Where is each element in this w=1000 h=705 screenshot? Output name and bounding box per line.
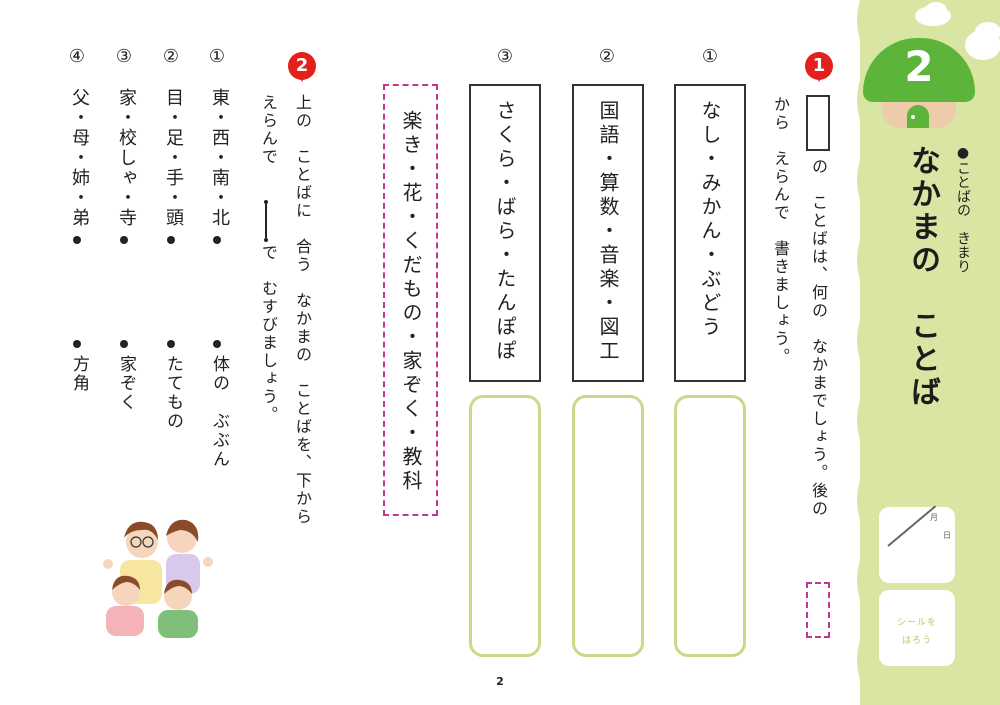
sticker-label: シールを はろう	[879, 614, 955, 650]
q2-match-4: 方角	[69, 355, 89, 393]
date-month-label: 月	[930, 513, 938, 522]
unit-subtitle: ●ことばの きまり	[955, 145, 971, 273]
line-example-start-dot	[264, 200, 268, 204]
question-2-instruction-line2b: で むすびましょう。	[259, 244, 278, 424]
page-number: 2	[496, 675, 504, 688]
q2-match-1: 体の ぶぶん	[209, 355, 229, 469]
q2-match-2: たてもの	[163, 355, 183, 431]
sticker-box[interactable]	[879, 590, 955, 666]
q1-item-1-answer-box[interactable]	[674, 395, 746, 657]
q1-item-1-words-box	[674, 84, 746, 382]
q1-item-1-number: ①	[701, 46, 719, 67]
question-1-blank-box	[806, 95, 830, 151]
line-example-end-dot	[264, 238, 268, 242]
question-1-badge: 1	[805, 52, 833, 82]
q1-item-3-words: さくら・ばら・たんぽぽ	[493, 100, 517, 364]
wavy-edge	[857, 0, 872, 705]
q1-item-3-words-box	[469, 84, 541, 382]
question-1-choices-ref-box	[806, 582, 830, 638]
q2-item-2-number: ②	[162, 46, 180, 67]
question-1-instruction-line1: の ことばは、何の なかまでしょう。後の	[809, 158, 828, 518]
line-example	[265, 204, 267, 238]
q2-item-3-top-dot[interactable]	[120, 236, 128, 244]
q2-match-4-dot[interactable]	[73, 340, 81, 348]
q2-item-2-top-dot[interactable]	[167, 236, 175, 244]
q1-item-2-answer-box[interactable]	[572, 395, 644, 657]
q2-item-1-number: ①	[208, 46, 226, 67]
q2-match-3-dot[interactable]	[120, 340, 128, 348]
date-day-label: 日	[943, 531, 951, 540]
mushroom-door-icon	[907, 105, 929, 128]
family-illustration	[103, 519, 213, 638]
question-1-choices: 楽き・花・くだもの・家ぞく・教科	[399, 110, 423, 494]
q2-item-4-number: ④	[68, 46, 86, 67]
cloud-icon	[925, 2, 947, 18]
sticker-label-line2: はろう	[901, 636, 932, 646]
q1-item-3-number: ③	[496, 46, 514, 67]
question-1-choices-box	[383, 84, 438, 516]
sticker-label-line1: シールを	[896, 618, 937, 628]
q1-item-2-words: 国語・算数・音楽・図工	[596, 100, 620, 364]
cloud-icon	[975, 22, 1000, 42]
question-2-instruction-line2a: えらんで	[259, 94, 278, 166]
question-2-badge: 2	[288, 52, 316, 82]
unit-title: なかまの ことば	[905, 145, 940, 409]
question-1-instruction-line2: から えらんで 書きましょう。	[771, 96, 790, 366]
q2-item-1-words: 東・西・南・北	[209, 88, 230, 228]
q1-item-2-words-box	[572, 84, 644, 382]
q1-item-2-number: ②	[598, 46, 616, 67]
q2-item-1-top-dot[interactable]	[213, 236, 221, 244]
unit-number: 2	[904, 42, 934, 91]
q2-item-4-words: 父・母・姉・弟	[69, 88, 90, 228]
q2-match-2-dot[interactable]	[167, 340, 175, 348]
q2-match-1-dot[interactable]	[213, 340, 221, 348]
q2-match-3: 家ぞく	[116, 355, 136, 412]
question-2-instruction-line1: 上の ことばに 合う なかまの ことばを、下から	[293, 94, 312, 526]
q1-item-1-words: なし・みかん・ぶどう	[698, 100, 722, 340]
q2-item-3-number: ③	[115, 46, 133, 67]
q1-item-3-answer-box[interactable]	[469, 395, 541, 657]
q2-item-2-words: 目・足・手・頭	[163, 88, 184, 228]
q2-item-4-top-dot[interactable]	[73, 236, 81, 244]
q2-item-3-words: 家・校しゃ・寺	[116, 88, 137, 228]
